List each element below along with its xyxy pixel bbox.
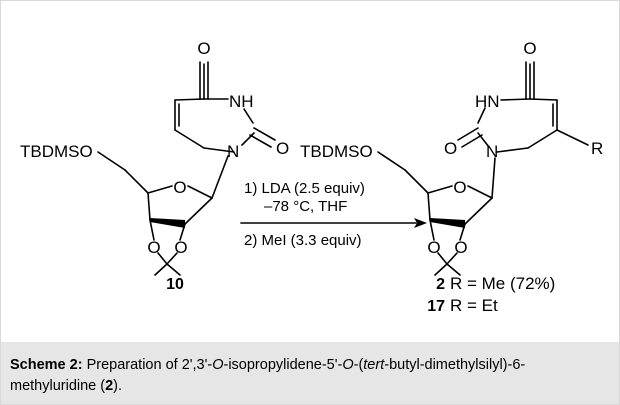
reactant-acetonide-o2: O — [174, 238, 187, 257]
caption-text-2: -isopropylidene-5'- — [223, 357, 343, 373]
reactant-carbonyl-o-top: O — [197, 39, 210, 58]
reactant-nh: NH — [229, 92, 254, 111]
product-acetonide-o2: O — [454, 238, 467, 257]
product-n1: N — [486, 142, 498, 161]
product-carbonyl-o-top: O — [523, 39, 536, 58]
reactant-compound-number: 10 — [166, 276, 184, 293]
reactant-protecting-group: TBDMSO — [20, 142, 93, 161]
product-r-group: R — [591, 139, 603, 158]
reaction-scheme: O NH O N O TBDMSO O O 10 1) LDA (2.5 equ… — [20, 39, 603, 315]
reactant-ring-o: O — [173, 178, 186, 197]
product-result1-text: R = Me (72%) — [450, 274, 555, 293]
condition-step2: 2) MeI (3.3 equiv) — [244, 232, 362, 249]
caption-text-5: ). — [113, 378, 123, 394]
condition-step1-line1: 1) LDA (2.5 equiv) — [244, 180, 365, 197]
scheme-caption: Scheme 2: Preparation of 2',3'-O-isoprop… — [1, 342, 619, 404]
caption-label: Scheme 2: — [10, 357, 83, 373]
product-structure — [377, 61, 589, 276]
reaction-arrowhead — [414, 218, 427, 228]
product-result2-text: R = Et — [450, 296, 498, 315]
caption-italic-2: O — [342, 357, 354, 373]
caption-text-1: Preparation of 2',3'- — [82, 357, 213, 373]
caption-text-4: -butyl-dimethylsilyl)-6-methyluridine ( — [10, 357, 526, 394]
product-acetonide-o1: O — [427, 238, 440, 257]
caption-italic-1: O — [212, 357, 224, 373]
product-hn: HN — [475, 92, 500, 111]
product-protecting-group: TBDMSO — [300, 142, 373, 161]
product-carbonyl-o-left: O — [444, 139, 457, 158]
product-result1-number: 2 — [436, 276, 445, 293]
reactant-carbonyl-o-right: O — [276, 139, 289, 158]
product-result2-number: 17 — [427, 298, 445, 315]
reactant-structure — [97, 61, 276, 276]
condition-step1-line2: –78 °C, THF — [264, 198, 347, 215]
reactant-n1: N — [227, 142, 239, 161]
caption-bold-number: 2 — [105, 378, 114, 394]
product-ring-o: O — [453, 178, 466, 197]
caption-text-3: -( — [353, 357, 364, 373]
caption-italic-3: tert — [363, 357, 385, 373]
reactant-acetonide-o1: O — [147, 238, 160, 257]
